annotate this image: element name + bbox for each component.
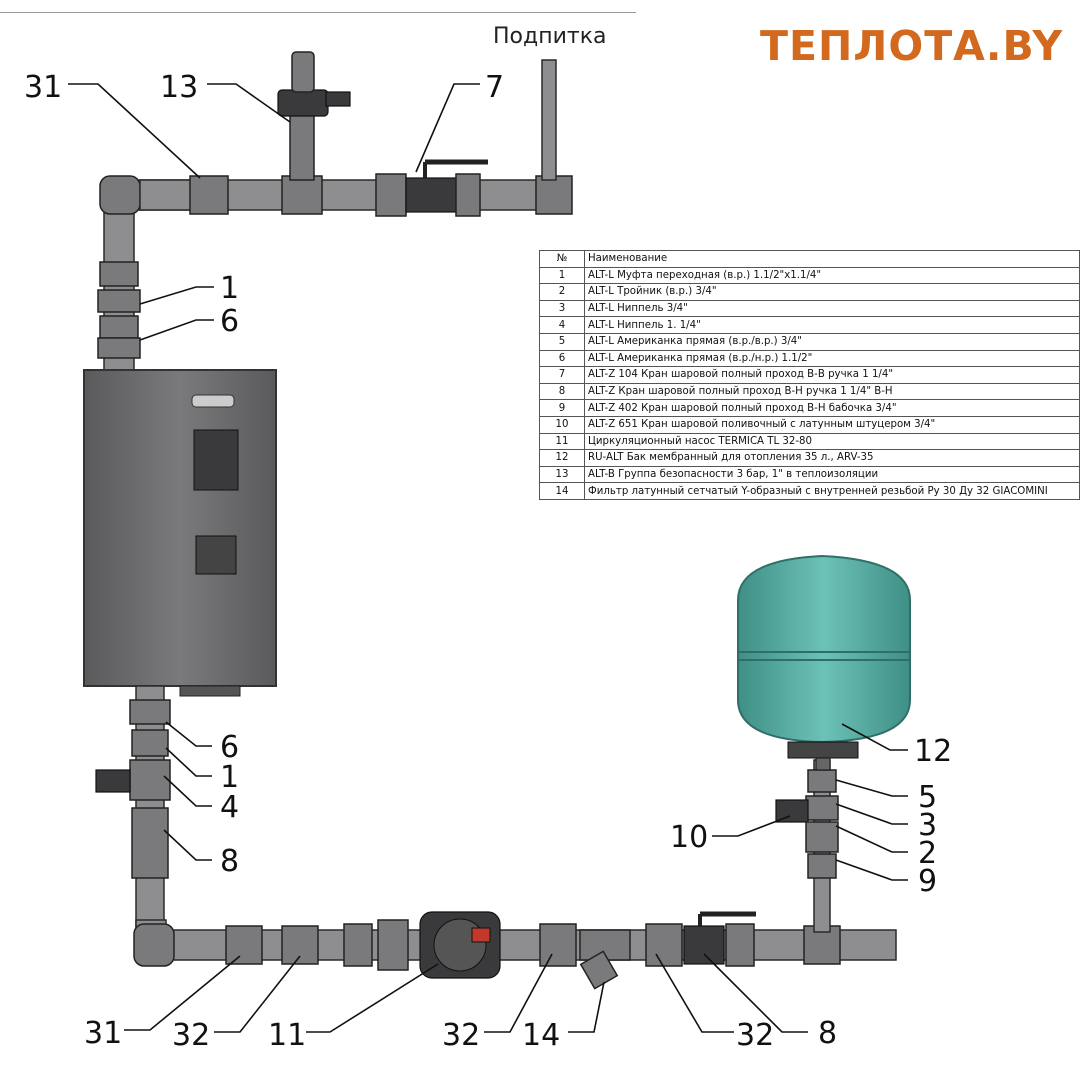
row-name: ALT-L Муфта переходная (в.р.) 1.1/2"х1.1…: [584, 266, 1080, 285]
callout-8-left: 8: [220, 844, 239, 879]
row-num: 3: [539, 299, 585, 318]
expansion-tank-12: [737, 554, 911, 771]
callout-6-top: 6: [220, 304, 239, 339]
row-name: ALT-B Группа безопасности 3 бар, 1" в те…: [584, 465, 1080, 484]
callout-6-low: 6: [220, 730, 239, 765]
callout-10: 10: [670, 820, 708, 855]
callout-31-top: 31: [24, 70, 62, 105]
callout-9: 9: [918, 864, 937, 899]
row-num: 6: [539, 349, 585, 368]
row-name: ALT-Z 402 Кран шаровой полный проход В-Н…: [584, 399, 1080, 417]
leader-lines: [68, 83, 908, 1033]
callout-32-b: 32: [442, 1018, 480, 1053]
row-name: Фильтр латунный сетчатый Y-образный с вн…: [584, 482, 1080, 500]
row-name: ALT-L Американка прямая (в.р./в.р.) 3/4": [584, 332, 1080, 351]
safety-group-13: [277, 51, 351, 181]
callout-7: 7: [485, 70, 504, 105]
row-name: Циркуляционный насос TERMICA TL 32-80: [584, 432, 1080, 451]
top-divider: [0, 12, 636, 13]
callout-1-low: 1: [220, 760, 239, 795]
callout-1-top: 1: [220, 271, 239, 306]
callout-13: 13: [160, 70, 198, 105]
row-name: ALT-Z 104 Кран шаровой полный проход В-В…: [584, 366, 1080, 384]
row-num: 10: [539, 415, 585, 434]
feed-label: Подпитка: [493, 24, 607, 49]
row-name: ALT-L Американка прямая (в.р./н.р.) 1.1/…: [584, 349, 1080, 368]
row-num: 7: [539, 366, 585, 384]
electric-boiler: [83, 369, 277, 697]
row-num: 13: [539, 465, 585, 484]
row-num: 1: [539, 266, 585, 285]
row-num: 2: [539, 283, 585, 301]
header-num: №: [539, 250, 585, 268]
callout-4: 4: [220, 790, 239, 825]
callout-32-c: 32: [736, 1018, 774, 1053]
row-name: RU-ALT Бак мембранный для отопления 35 л…: [584, 449, 1080, 467]
row-num: 8: [539, 382, 585, 401]
callout-12: 12: [914, 734, 952, 769]
brand-logo: ТЕПЛОТА.BY: [760, 22, 1064, 70]
row-num: 5: [539, 332, 585, 351]
callout-14: 14: [522, 1018, 560, 1053]
row-num: 12: [539, 449, 585, 467]
left-lower-pipe: [95, 685, 171, 957]
ball-valve-7: [375, 159, 488, 217]
y-filter-14: [579, 929, 631, 990]
callout-31-bottom: 31: [84, 1016, 122, 1051]
row-name: ALT-Z 651 Кран шаровой поливочный с лату…: [584, 415, 1080, 434]
header-name: Наименование: [584, 250, 1080, 268]
callout-3: 3: [918, 808, 937, 843]
top-pipe-run: [97, 59, 573, 371]
circulation-pump-11: [419, 911, 501, 979]
row-num: 4: [539, 316, 585, 334]
row-name: ALT-L Тройник (в.р.) 3/4": [584, 283, 1080, 301]
row-num: 9: [539, 399, 585, 417]
callout-5: 5: [918, 780, 937, 815]
callout-2: 2: [918, 836, 937, 871]
row-name: ALT-L Ниппель 3/4": [584, 299, 1080, 318]
row-num: 14: [539, 482, 585, 500]
ball-valve-8-bottom: [683, 911, 756, 965]
callout-8-bottom: 8: [818, 1016, 837, 1051]
row-num: 11: [539, 432, 585, 451]
callout-11: 11: [268, 1018, 306, 1053]
row-name: ALT-Z Кран шаровой полный проход В-Н руч…: [584, 382, 1080, 401]
bottom-pipe-run: [133, 919, 897, 971]
expansion-branch: [775, 759, 839, 933]
callout-32-a: 32: [172, 1018, 210, 1053]
row-name: ALT-L Ниппель 1. 1/4": [584, 316, 1080, 334]
parts-table-header: № Наименование: [539, 250, 1080, 268]
